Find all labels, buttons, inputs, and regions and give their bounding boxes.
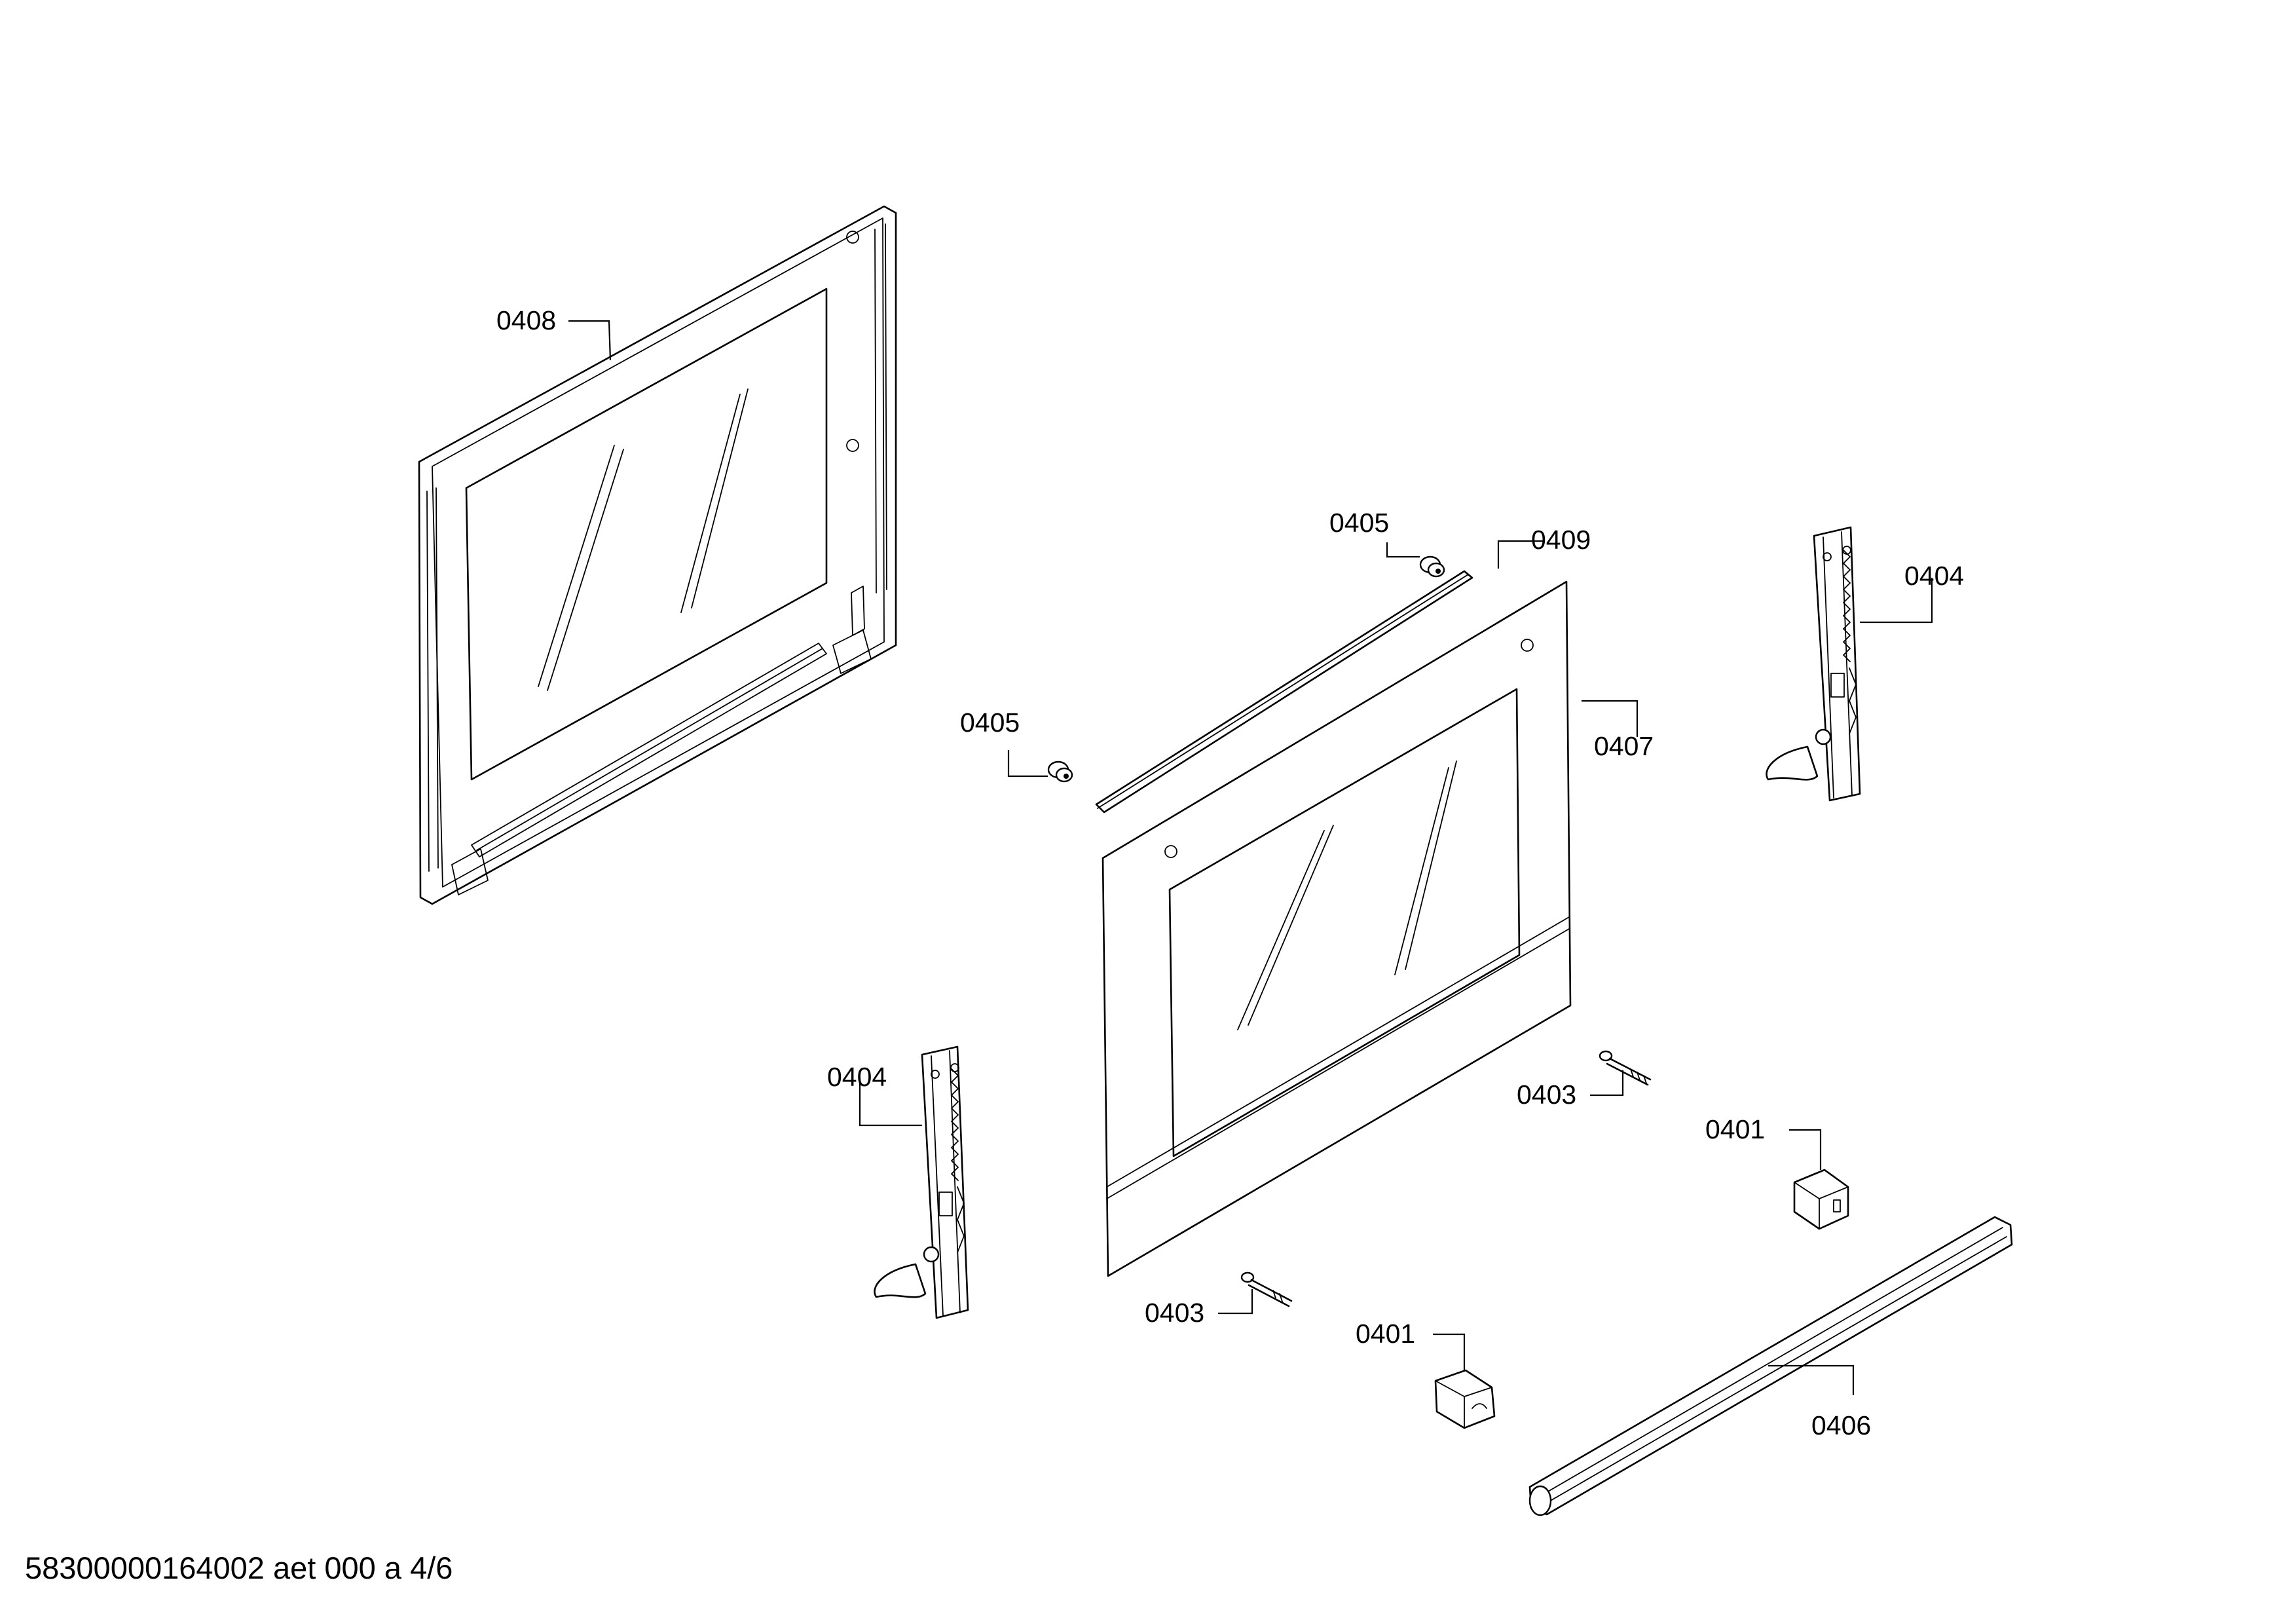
callout-0408: 0408 [496,305,556,335]
document-code: 58300000164002 aet 000 a 4/6 [25,1550,453,1585]
bar-screw-top [1419,555,1445,578]
pin-screw-right [1599,1050,1652,1086]
callout-0401-left: 0401 [1356,1319,1415,1349]
outer-door-panel [1102,580,1572,1277]
seal-strip [1095,570,1473,814]
handle-bar [1528,1216,2013,1516]
callout-0404-left: 0404 [827,1062,887,1092]
inner-door-panel [418,205,897,905]
callout-0403-right: 0403 [1517,1079,1576,1110]
bracket-left [1434,1369,1496,1429]
callout-0404-right: 0404 [1904,561,1964,591]
callout-0407: 0407 [1594,731,1654,761]
bar-screw-left [1047,760,1073,783]
leader-lines [568,320,1933,1395]
hinge-right [1766,526,1861,802]
hinge-left [874,1045,969,1319]
callout-0409: 0409 [1531,525,1591,555]
callout-0403-left: 0403 [1145,1298,1204,1328]
callout-0405-top: 0405 [1329,508,1389,538]
bracket-right [1793,1169,1849,1230]
callout-0401-right: 0401 [1705,1114,1765,1144]
callout-0406: 0406 [1811,1410,1871,1440]
pin-screw-left [1240,1271,1293,1307]
callout-0405-left: 0405 [960,707,1020,738]
